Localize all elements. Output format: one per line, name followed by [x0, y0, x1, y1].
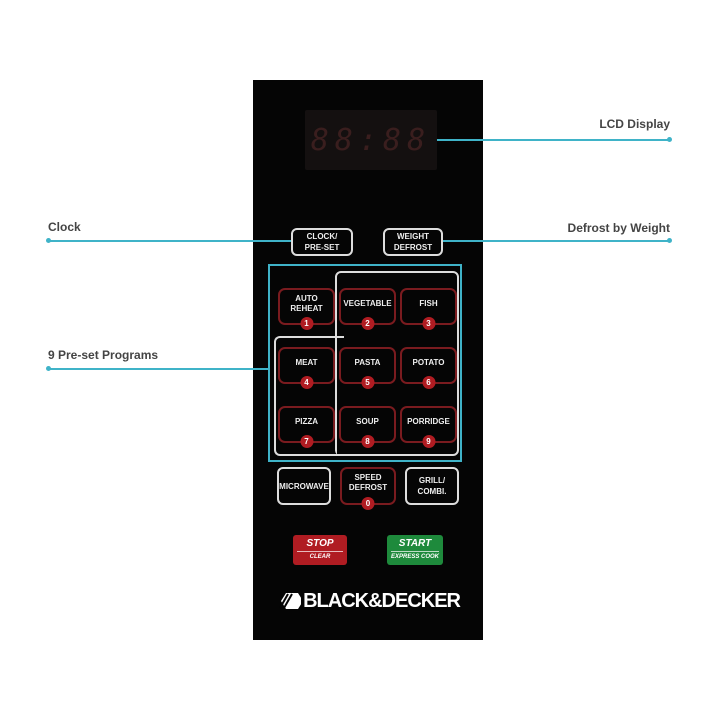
label: SPEED DEFROST: [348, 473, 388, 492]
logo-hexagon-icon: [279, 593, 302, 609]
callout-presets: 9 Pre-set Programs: [48, 348, 159, 362]
label: PORRIDGE: [407, 416, 450, 426]
label: SOUP: [356, 416, 379, 426]
program-button[interactable]: AUTO REHEAT 1: [278, 288, 335, 330]
label: MEAT: [295, 357, 318, 367]
lcd-display: 88:88: [305, 110, 437, 170]
number-badge: 6: [422, 376, 435, 389]
callout-lcd: LCD Display: [599, 117, 670, 131]
callout-dot: [667, 238, 672, 243]
number-badge: 9: [422, 435, 435, 448]
callout-dot: [667, 137, 672, 142]
program-button[interactable]: SOUP 8: [339, 406, 396, 448]
program-button[interactable]: PIZZA 7: [278, 406, 335, 448]
brand-name: BLACK&DECKER: [303, 589, 461, 612]
label: WEIGHT: [396, 232, 429, 241]
stop-clear-button[interactable]: STOP CLEAR: [293, 535, 347, 565]
callout-dot: [46, 366, 51, 371]
label: POTATO: [412, 357, 445, 367]
brand-logo: BLACK&DECKER: [278, 588, 461, 614]
number-badge: 4: [300, 376, 313, 389]
preset-group-outline: [274, 336, 344, 456]
outline-mask: [337, 338, 345, 454]
callout-line: [437, 139, 670, 141]
program-button[interactable]: FISH 3: [400, 288, 457, 330]
label: PRE-SET: [304, 243, 340, 252]
label: AUTO REHEAT: [290, 293, 323, 313]
number-badge: 5: [361, 376, 374, 389]
speed-defrost-button[interactable]: SPEED DEFROST 0: [340, 467, 396, 510]
preset-group-outline: [335, 271, 459, 456]
callout-line: [443, 240, 670, 242]
label: PASTA: [354, 357, 381, 367]
presets-highlight: [268, 264, 462, 462]
grill-combi-button[interactable]: GRILL/ COMBI.: [405, 467, 459, 505]
callout-dot: [46, 238, 51, 243]
clock-preset-button[interactable]: CLOCK/PRE-SET: [291, 228, 353, 256]
number-badge: 1: [300, 317, 313, 330]
number-badge: 3: [422, 317, 435, 330]
label: VEGETABLE: [343, 298, 392, 308]
label: STOP: [297, 535, 343, 552]
program-button[interactable]: POTATO 6: [400, 347, 457, 389]
number-badge: 0: [361, 497, 375, 510]
weight-defrost-button[interactable]: WEIGHT DEFROST: [383, 228, 443, 256]
label: FISH: [419, 298, 438, 308]
label: PIZZA: [294, 416, 319, 426]
sublabel: EXPRESS COOK: [390, 554, 439, 560]
callout-clock: Clock: [48, 220, 81, 234]
callout-line: [48, 240, 291, 242]
label: DEFROST: [393, 243, 433, 252]
control-panel: [253, 80, 483, 640]
sublabel: CLEAR: [309, 554, 331, 560]
number-badge: 8: [361, 435, 374, 448]
number-badge: 7: [300, 435, 313, 448]
number-badge: 2: [361, 317, 374, 330]
program-button[interactable]: PORRIDGE 9: [400, 406, 457, 448]
program-button[interactable]: PASTA 5: [339, 347, 396, 389]
label: START: [391, 535, 439, 552]
callout-line: [48, 368, 268, 370]
label: CLOCK/: [306, 232, 338, 241]
start-express-button[interactable]: START EXPRESS COOK: [387, 535, 443, 565]
program-button[interactable]: VEGETABLE 2: [339, 288, 396, 330]
microwave-button[interactable]: MICROWAVE: [277, 467, 331, 505]
program-button[interactable]: MEAT 4: [278, 347, 335, 389]
callout-defrost-weight: Defrost by Weight: [567, 221, 670, 235]
